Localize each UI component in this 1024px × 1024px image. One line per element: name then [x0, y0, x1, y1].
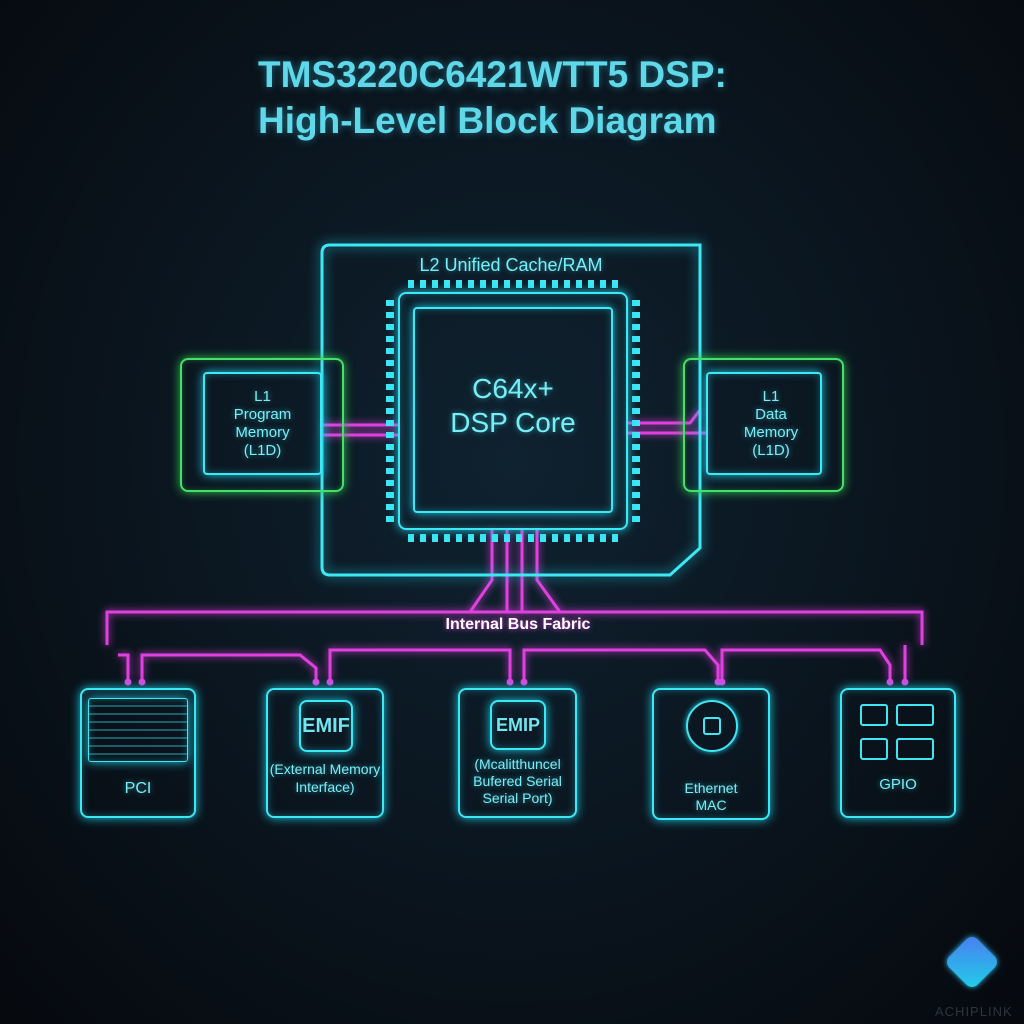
l1p-line: L1 — [254, 388, 271, 405]
l1-data-memory-label: L1 Data Memory (L1D) — [706, 388, 836, 460]
ethernet-label: Ethernet MAC — [654, 780, 768, 814]
l1p-line: Program — [233, 406, 292, 423]
gpio-block: GPIO — [840, 688, 956, 818]
dsp-core-block — [398, 292, 628, 530]
bus-drop-pci — [118, 653, 318, 680]
emif-line: Interface) — [295, 779, 355, 795]
title-line-1: TMS3220C6421WTT5 DSP: — [258, 54, 727, 95]
core-line-2: DSP Core — [450, 407, 576, 438]
pci-block: PCI — [80, 688, 196, 818]
l1d-line: Data — [755, 406, 787, 423]
l2-outline — [320, 243, 702, 577]
emip-block: EMIP (Mcalitthuncel Bufered Serial Seria… — [458, 688, 577, 818]
emif-chip-icon: EMIF — [299, 700, 353, 752]
l1d-line: Memory — [743, 424, 799, 441]
gpio-label: GPIO — [879, 776, 917, 793]
l1-program-memory-label: L1 Program Memory (L1D) — [203, 388, 322, 460]
emip-chip-icon: EMIP — [490, 700, 546, 750]
emip-line: Serial Port) — [482, 790, 553, 806]
emif-label: (External Memory Interface) — [262, 760, 388, 796]
l1d-line: L1 — [762, 388, 780, 405]
core-line-1: C64x+ — [472, 373, 554, 404]
diagram-title: TMS3220C6421WTT5 DSP: High-Level Block D… — [258, 52, 727, 144]
bus-fabric — [105, 610, 924, 645]
l1p-line: Memory — [235, 424, 290, 441]
l2-cache-label: L2 Unified Cache/RAM — [419, 255, 603, 275]
network-chip-icon — [686, 700, 738, 752]
emif-block: EMIF (External Memory Interface) — [266, 688, 384, 818]
bus-drop-emip — [522, 648, 720, 680]
emip-line: Bufered Serial — [473, 773, 562, 789]
pci-label: PCI — [124, 780, 152, 797]
ethernet-mac-block: Ethernet MAC — [652, 688, 770, 820]
watermark: ACHIPLINK — [935, 1004, 1013, 1019]
ethernet-line: Ethernet — [684, 780, 738, 796]
l1-data-memory-outer — [683, 358, 844, 492]
l1-program-memory-outer — [180, 358, 344, 492]
pci-board-icon — [88, 698, 188, 762]
dsp-core-inner — [413, 307, 613, 513]
emif-line: (External Memory — [269, 761, 381, 777]
l1-data-memory-block — [706, 372, 822, 475]
bus-fabric-label: Internal Bus Fabric — [445, 616, 591, 633]
bus-drop-emif — [328, 648, 512, 680]
l1d-line: (L1D) — [752, 442, 790, 459]
bus-drop-eth — [720, 645, 907, 680]
l1p-line: (L1D) — [243, 442, 282, 459]
l1d-link — [628, 409, 706, 435]
l1-program-memory-block — [203, 372, 322, 475]
core-pins — [386, 280, 640, 542]
emip-line: (Mcalitthuncel — [474, 756, 561, 772]
ethernet-line: MAC — [695, 797, 727, 813]
emip-label: (Mcalitthuncel Bufered Serial Serial Por… — [460, 756, 575, 807]
bus-drop-core — [468, 530, 562, 613]
l1p-link — [322, 423, 398, 437]
dsp-core-label: C64x+ DSP Core — [413, 372, 613, 440]
title-line-2: High-Level Block Diagram — [258, 100, 717, 141]
gpio-pins-icon — [860, 704, 940, 762]
